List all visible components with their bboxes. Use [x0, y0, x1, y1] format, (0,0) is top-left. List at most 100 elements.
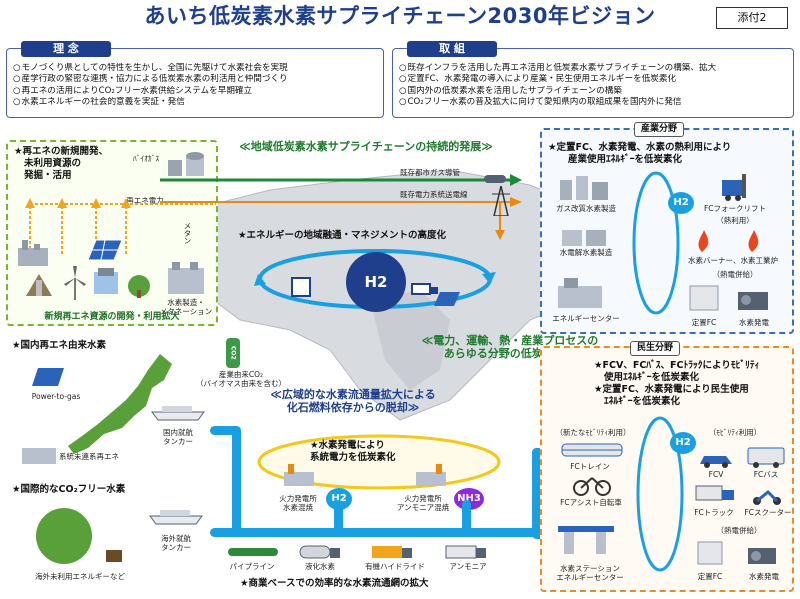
fcv-label: FCV	[708, 470, 724, 479]
truck-icon	[410, 280, 440, 298]
domestic-tanker-icon	[150, 404, 206, 422]
ammonia-label: アンモニア	[449, 562, 487, 571]
fc-truck-label: FCトラック	[694, 508, 734, 517]
pipeline-icon	[484, 172, 506, 186]
energy-center-label: エネルギーセンター	[552, 314, 620, 323]
overseas-map-icon	[24, 506, 104, 566]
overseas-tanker-icon	[148, 508, 204, 526]
civil-heading2-line1: ★定置FC、水素発電により民生使用	[594, 384, 749, 395]
initiatives-item: 既存インフラを活用した再エネ活用と低炭素水素サプライチェーンの構築、拡大	[399, 63, 787, 74]
burner-label: 水素バーナー、水素工業炉	[688, 256, 778, 265]
initiatives-item: 定置FC、水素発電の導入により産業・民生使用エネルギーを低炭素化	[399, 74, 787, 85]
pipeline-transport-icon	[226, 544, 280, 560]
renewable-power-label: 再エネ電力	[126, 196, 164, 205]
electrolysis-icon	[560, 224, 610, 248]
liquid-hydrogen-label: 液化水素	[305, 562, 335, 571]
philosophy-list: モノづくり県としての特性を生かし、全国に先駆けて水素社会を実現 産学行政の緊密な…	[13, 63, 377, 108]
existing-gas-pipe-label: 既存都市ガス導管	[400, 168, 460, 177]
initiatives-item: 国内外の低炭素水素を活用したサプライチェーンの構築	[399, 86, 787, 97]
industry-heading: ★定置FC、水素発電、水素の熱利用により 産業使用ｴﾈﾙｷﾞｰを低炭素化	[548, 142, 792, 166]
fc-forklift-icon	[718, 172, 758, 202]
fc-train-icon	[560, 440, 624, 460]
distribution-network-footer: ★商業ベースでの効率的な水素流通網の拡大	[240, 578, 429, 589]
industry-hydrogen-power-icon	[736, 286, 772, 312]
civil-heading: ★FCV、FCﾊﾞｽ、FCﾄﾗｯｸによりﾓﾋﾞﾘﾃｨ 使用ｴﾈﾙｷﾞｰを低炭素化…	[594, 360, 794, 408]
liquid-hydrogen-truck-icon	[298, 542, 342, 562]
hydro-icon	[92, 266, 120, 296]
civil-hydrogen-power-label: 水素発電	[749, 572, 779, 581]
overseas-tanker-label: 海外就航 タンカー	[161, 534, 191, 552]
wide-area-slogan-line1: ≪広域的な水素流通量拡大による	[270, 388, 436, 401]
philosophy-item: モノづくり県としての特性を生かし、全国に先駆けて水素社会を実現	[13, 63, 377, 74]
energy-center-icon	[556, 276, 606, 310]
biogas-label: ﾊﾞｲｵｶﾞｽ	[132, 154, 160, 163]
wide-area-distribution-slogan: ≪広域的な水素流通量拡大による 化石燃料依存からの脱却≫	[238, 388, 468, 414]
hydrogen-station-line1: 水素ステーション	[560, 564, 620, 573]
fc-forklift-label: FCフォークリフト	[703, 204, 767, 213]
power-to-gas-label: Power-to-gas	[31, 392, 81, 401]
industrial-co2-line1: 産業由来CO₂	[218, 370, 264, 379]
burner-icon	[690, 228, 770, 254]
grid-renewable-icon	[20, 440, 60, 466]
international-hydrogen-heading: ★国際的なCO₂フリー水素	[12, 484, 126, 495]
biogas-plant-icon	[164, 150, 208, 178]
hydrogen-station-icon	[556, 522, 616, 558]
ammonia-truck-icon	[444, 542, 488, 562]
initiatives-label: 取 組	[407, 41, 497, 57]
power-plant-nh3-label: NH3	[457, 493, 481, 504]
h2-center-hub: H2	[346, 252, 406, 312]
industry-h2-badge: H2	[668, 192, 694, 214]
power-tower-icon	[492, 185, 510, 217]
overseas-facility-icon	[104, 548, 124, 564]
domestic-tanker-label: 国内就航 タンカー	[163, 428, 193, 446]
civil-h2-badge: H2	[670, 432, 696, 454]
industry-cogeneration-label: （熱電併給）	[712, 270, 758, 279]
gas-reforming-icon	[558, 172, 612, 202]
organic-hydride-label: 有機ハイドライド	[365, 562, 425, 571]
industry-stationary-fc-icon	[688, 284, 720, 312]
civil-h2-label: H2	[675, 437, 691, 448]
gas-reforming-label: ガス改質水素製造	[556, 204, 616, 213]
biomass-icon	[124, 272, 154, 298]
civil-stationary-fc-icon	[696, 540, 724, 566]
philosophy-label: 理 念	[21, 41, 111, 57]
energy-management-heading: ★エネルギーの地域融通・マネジメントの高度化	[238, 230, 447, 241]
plant-feed-pipe-2	[462, 500, 471, 534]
methanation-facility-icon	[164, 258, 208, 298]
solar-panel-icon	[84, 236, 124, 264]
fcv-icon	[696, 450, 736, 468]
power-plant-h2-label: H2	[331, 493, 347, 504]
industry-stationary-fc-label: 定置FC	[691, 318, 717, 327]
attachment-badge: 添付2	[716, 7, 788, 29]
solar-array-icon	[432, 290, 462, 308]
renewable-heading-line3: 発掘・活用	[24, 170, 72, 181]
renewable-flow-arrows	[25, 198, 216, 254]
civil-feed-pipe	[532, 448, 541, 538]
renewable-footer: 新規再エネ資源の開発・利用拡大	[44, 312, 180, 322]
thermal-plant-nh3-icon	[414, 462, 450, 488]
philosophy-item: 水素エネルギーの社会的意義を実証・発信	[13, 97, 377, 108]
philosophy-item: 産学行政の緊密な連携・協力による低炭素水素の利活用と仲間づくり	[13, 74, 377, 85]
civil-heading1-line1: ★FCV、FCﾊﾞｽ、FCﾄﾗｯｸによりﾓﾋﾞﾘﾃｨ	[594, 360, 760, 371]
wind-turbine-icon	[62, 266, 88, 300]
fc-scooter-icon	[750, 484, 784, 506]
geothermal-icon	[24, 270, 54, 298]
renewable-heading-line2: 未利用資源の	[24, 158, 82, 169]
domestic-pipe-horizontal	[210, 426, 240, 435]
electrolysis-label: 水電解水素製造	[559, 248, 613, 257]
power-plant-heading-line2: 系統電力を低炭素化	[310, 452, 396, 463]
trunk-pipe	[210, 528, 540, 537]
power-to-gas-solar-icon	[30, 366, 66, 388]
factory-icon	[16, 236, 52, 268]
civil-hydrogen-power-icon	[746, 542, 780, 566]
overseas-energy-label: 海外未利用エネルギーなど	[35, 572, 125, 581]
civil-tag: 民生分野	[630, 341, 681, 356]
power-plant-h2-badge: H2	[326, 488, 352, 510]
philosophy-item: 再エネの活用によりCO₂フリー水素供給システムを早期確立	[13, 86, 377, 97]
fc-bus-label: FCバス	[753, 470, 779, 479]
industry-h2-label: H2	[673, 197, 689, 208]
plant-feed-pipe-1	[334, 500, 343, 534]
philosophy-box: 理 念 モノづくり県としての特性を生かし、全国に先駆けて水素社会を実現 産学行政…	[6, 41, 384, 118]
fc-bike-label: FCアシスト自転車	[560, 498, 622, 507]
h2-center-label: H2	[364, 273, 388, 291]
